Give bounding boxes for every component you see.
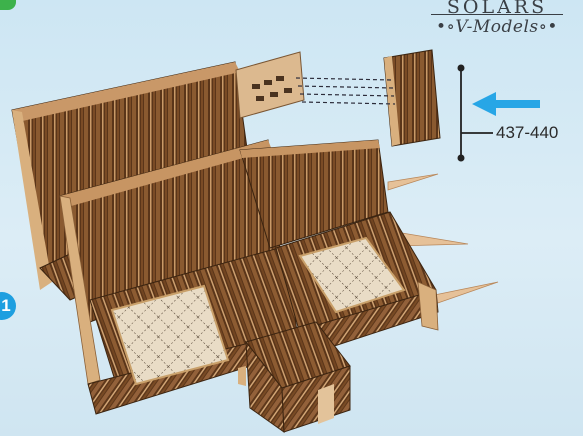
backrest-side-panel: [384, 50, 440, 146]
dimension-label: 437-440: [496, 123, 558, 143]
dimension-line: [458, 65, 493, 160]
backrest-detail-piece: [236, 52, 304, 118]
insertion-arrow: [472, 92, 540, 116]
alignment-lines: [296, 78, 395, 104]
